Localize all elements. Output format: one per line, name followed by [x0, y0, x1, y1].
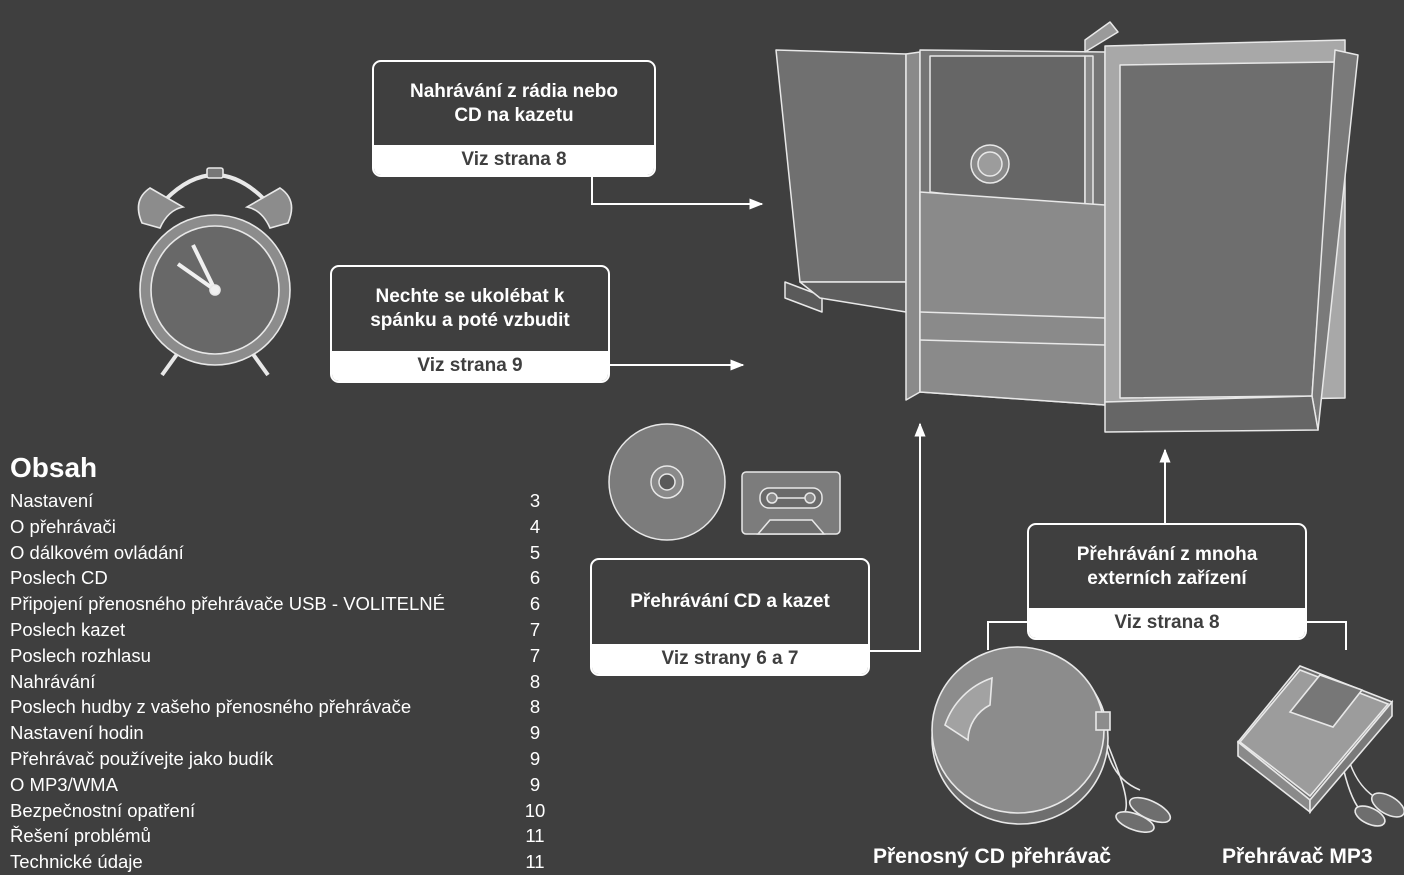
- toc-item-page: 9: [529, 773, 541, 795]
- toc-item-label: O MP3/WMA: [10, 773, 118, 795]
- toc-item[interactable]: Nastavení 3: [10, 488, 550, 514]
- toc-item-page: 6: [529, 567, 541, 589]
- callout-recording-ref: Viz strana 8: [374, 145, 654, 175]
- callout-sleep-ref: Viz strana 9: [332, 351, 608, 381]
- toc-item-label: Nastavení: [10, 490, 94, 511]
- toc-item[interactable]: Poslech CD 6: [10, 565, 550, 591]
- arrow-icon: [591, 176, 764, 210]
- toc-item-page: 9: [529, 747, 541, 769]
- arrow-icon: [868, 422, 926, 652]
- toc-item-label: Poslech hudby z vašeho přenosného přehrá…: [10, 696, 412, 718]
- callout-external-text: Přehrávání z mnoha externích zařízení: [1076, 543, 1258, 589]
- toc-item-label: Řešení problémů: [10, 825, 151, 847]
- toc-item[interactable]: Přehrávač používejte jako budík 9: [10, 746, 550, 772]
- toc-item[interactable]: Nastavení hodin 9: [10, 720, 550, 746]
- toc-item-page: 9: [529, 722, 541, 744]
- toc-item[interactable]: O dálkovém ovládání 5: [10, 540, 550, 566]
- toc-item-label: Poslech rozhlasu: [10, 644, 151, 666]
- toc-item-page: 5: [529, 541, 541, 563]
- toc-item-label: Přehrávač používejte jako budík: [10, 747, 274, 769]
- toc-item[interactable]: Technické údaje 11: [10, 849, 550, 875]
- toc-item-label: Bezpečnostní opatření: [10, 799, 196, 821]
- toc-item-page: 4: [529, 515, 541, 537]
- callout-sleep: Nechte se ukolébat k spánku a poté vzbud…: [330, 265, 610, 383]
- stereo-system-icon: [775, 21, 1359, 433]
- callout-recording-text: Nahrávání z rádia nebo CD na kazetu: [409, 80, 618, 126]
- toc-item[interactable]: Bezpečnostní opatření 10: [10, 798, 550, 824]
- toc-item-page: 3: [529, 490, 541, 511]
- callout-sleep-text: Nechte se ukolébat k spánku a poté vzbud…: [370, 286, 570, 331]
- toc-item[interactable]: Poslech hudby z vašeho přenosného přehrá…: [10, 694, 550, 720]
- callout-playback-ref: Viz strany 6 a 7: [592, 644, 868, 674]
- toc-item-page: 8: [529, 670, 541, 692]
- toc-item-page: 8: [529, 696, 541, 718]
- toc-item-page: 6: [529, 593, 541, 615]
- toc-item[interactable]: Nahrávání 8: [10, 669, 550, 695]
- toc-item-label: Připojení přenosného přehrávače USB - VO…: [10, 593, 445, 615]
- toc-item[interactable]: Poslech kazet 7: [10, 617, 550, 643]
- toc-item[interactable]: Řešení problémů 11: [10, 823, 550, 849]
- toc-item-page: 11: [525, 825, 545, 847]
- toc-item[interactable]: O přehrávači 4: [10, 514, 550, 540]
- alarm-clock-icon: [137, 167, 293, 377]
- portable-cd-player-icon: [931, 646, 1172, 833]
- callout-external: Přehrávání z mnoha externích zařízení Vi…: [1027, 523, 1307, 640]
- toc-item-label: Poslech kazet: [10, 618, 126, 640]
- callout-external-ref: Viz strana 8: [1029, 608, 1305, 638]
- toc-item-label: Technické údaje: [10, 851, 143, 873]
- callout-playback-text: Přehrávání CD a kazet: [630, 591, 830, 612]
- arrows: [591, 176, 1347, 652]
- caption-portable-cd-player: Přenosný CD přehrávač: [873, 845, 1112, 868]
- table-of-contents: Obsah Nastavení 3 O přehrávači 4 O dálkové…: [10, 452, 550, 875]
- toc-item-page: 7: [529, 644, 541, 666]
- toc-item[interactable]: Poslech rozhlasu 7: [10, 643, 550, 669]
- toc-item-label: Nahrávání: [10, 670, 96, 692]
- mp3-player-icon: [1236, 665, 1404, 827]
- toc-item[interactable]: Připojení přenosného přehrávače USB - VO…: [10, 591, 550, 617]
- toc-item-page: 7: [529, 618, 541, 640]
- cassette-icon: [741, 471, 841, 535]
- cd-disc-icon: [608, 423, 726, 541]
- toc-item[interactable]: O MP3/WMA 9: [10, 772, 550, 798]
- callout-playback: Přehrávání CD a kazet Viz strany 6 a 7: [590, 558, 870, 676]
- toc-title: Obsah: [10, 452, 98, 483]
- toc-item-label: Nastavení hodin: [10, 722, 144, 744]
- caption-mp3-player: Přehrávač MP3: [1222, 845, 1373, 868]
- callout-recording: Nahrávání z rádia nebo CD na kazetu Viz …: [372, 60, 656, 177]
- toc-item-page: 10: [524, 799, 546, 821]
- toc-item-label: O přehrávači: [10, 515, 116, 537]
- toc-item-page: 11: [525, 851, 545, 873]
- toc-item-label: O dálkovém ovládání: [10, 541, 184, 563]
- toc-item-label: Poslech CD: [10, 567, 108, 589]
